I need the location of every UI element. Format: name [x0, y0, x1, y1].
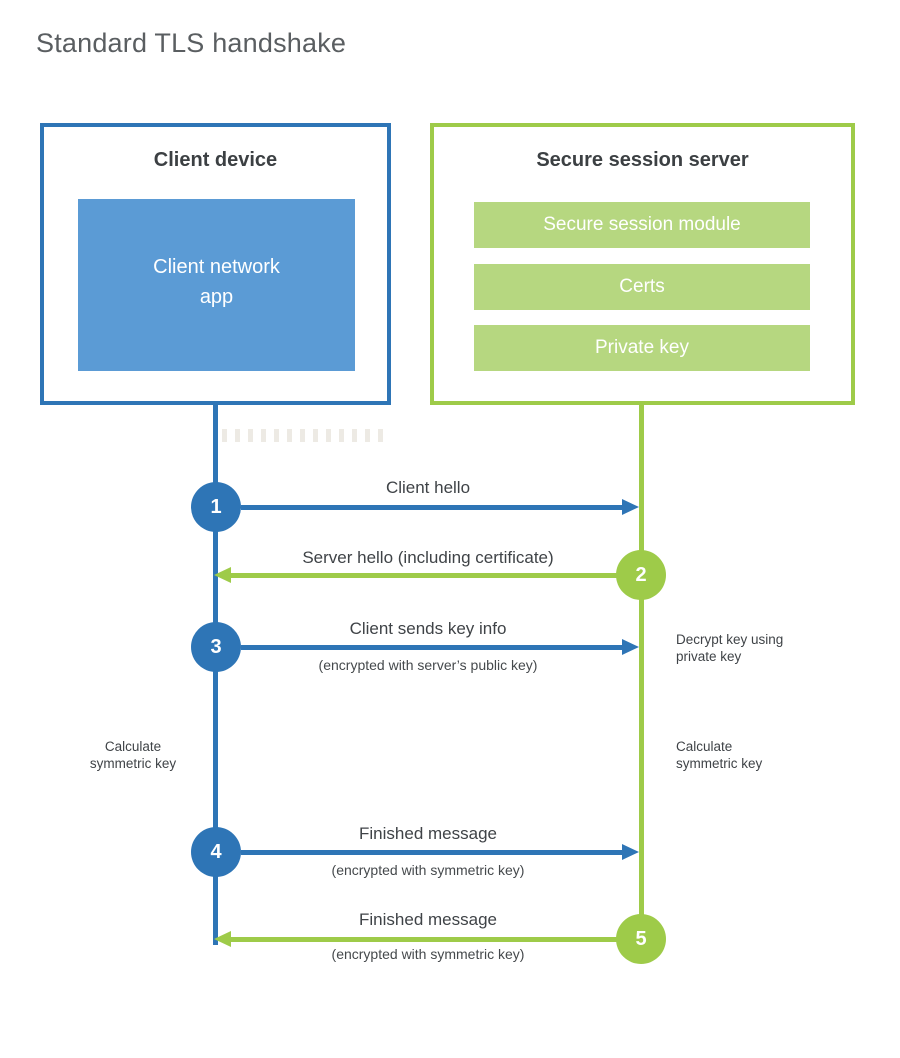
server-module-private-key: Private key: [474, 325, 810, 371]
step-badge: 4: [191, 827, 241, 877]
page-title: Standard TLS handshake: [36, 28, 347, 58]
step-badge: 1: [191, 482, 241, 532]
message-arrow: [230, 937, 618, 942]
message-sublabel: (encrypted with symmetric key): [331, 862, 525, 878]
client-device-title: Client device: [153, 149, 278, 171]
message-label: Client hello: [385, 478, 471, 497]
message-arrow: [241, 850, 624, 855]
step-number: 1: [210, 496, 222, 518]
client-network-app-box: [78, 199, 355, 371]
message-sublabel: (encrypted with symmetric key): [331, 946, 525, 962]
message-arrow: [241, 505, 624, 510]
step-number: 2: [635, 564, 647, 586]
server-lifeline: [639, 401, 644, 941]
message-sublabel: (encrypted with server’s public key): [318, 657, 538, 673]
client-network-app-label: Client network app: [153, 256, 280, 308]
note-decrypt-key: Decrypt key using private key: [676, 632, 784, 664]
message-label: Server hello (including certificate): [302, 548, 554, 567]
message-label: Finished message: [359, 824, 497, 843]
message-arrow: [230, 573, 618, 578]
secure-session-server-title: Secure session server: [536, 149, 749, 171]
note-calculate-symmetric-key-client: Calculate symmetric key: [89, 739, 177, 771]
step-number: 4: [210, 841, 222, 863]
step-badge: 3: [191, 622, 241, 672]
step-badge: 5: [616, 914, 666, 964]
step-number: 5: [635, 928, 647, 950]
step-number: 3: [210, 636, 222, 658]
server-module-certs: Certs: [474, 264, 810, 310]
step-badge: 2: [616, 550, 666, 600]
arrowhead-icon: [622, 639, 639, 655]
arrowhead-icon: [214, 931, 231, 947]
client-lifeline: [213, 401, 218, 945]
message-label: Finished message: [359, 910, 497, 929]
message-arrow: [241, 645, 624, 650]
arrowhead-icon: [622, 844, 639, 860]
server-module-secure-session: Secure session module: [474, 202, 810, 248]
arrowhead-icon: [214, 567, 231, 583]
arrowhead-icon: [622, 499, 639, 515]
faded-artifact: [222, 429, 384, 442]
note-calculate-symmetric-key-server: Calculate symmetric key: [676, 739, 763, 771]
message-label: Client sends key info: [349, 619, 507, 638]
